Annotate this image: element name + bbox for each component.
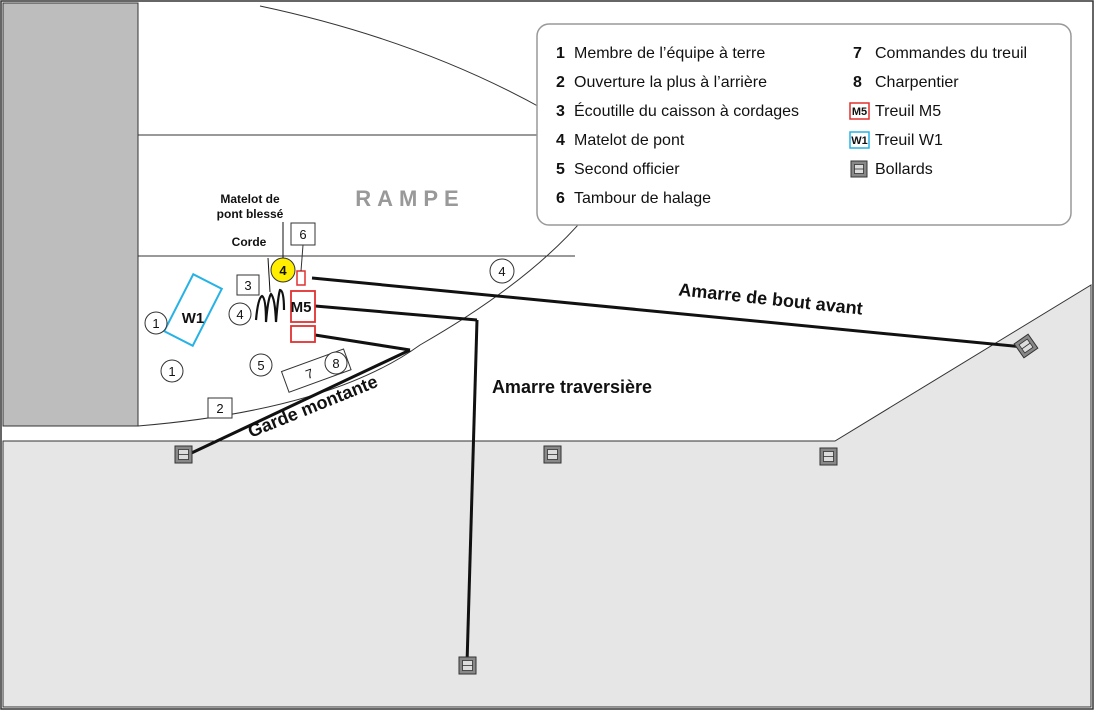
spring-line-lower	[182, 348, 411, 459]
marker-6: 6	[290, 222, 316, 246]
marker-2: 2	[207, 397, 233, 419]
legend-symbol-w1: W1 Treuil W1	[849, 131, 943, 149]
legend-item-2: 2 Ouverture la plus à l’arrière	[556, 74, 767, 91]
head-line	[311, 276, 1024, 349]
deck-curve	[259, 5, 546, 111]
svg-text:7: 7	[853, 45, 862, 62]
svg-text:2: 2	[556, 74, 565, 91]
svg-text:Second officier: Second officier	[574, 161, 680, 178]
svg-text:W1: W1	[851, 135, 868, 147]
legend-item-6: 6 Tambour de halage	[556, 190, 711, 207]
svg-text:3: 3	[556, 103, 565, 120]
svg-text:Membre de l’équipe à terre: Membre de l’équipe à terre	[574, 45, 765, 62]
marker-8: 8	[324, 351, 348, 375]
winch-m5-label: M5	[291, 299, 312, 316]
breast-line-label: Amarre traversière	[492, 377, 652, 397]
svg-text:Matelot de pont: Matelot de pont	[574, 132, 685, 149]
svg-text:4: 4	[556, 132, 565, 149]
svg-text:4: 4	[498, 264, 505, 279]
breast-line-lower	[465, 319, 479, 665]
marker-1-a: 1	[144, 311, 168, 335]
svg-text:Ouverture la plus à l’arrière: Ouverture la plus à l’arrière	[574, 74, 767, 91]
spring-line-upper	[314, 333, 411, 352]
winch-w1-label: W1	[182, 310, 205, 327]
svg-text:3: 3	[244, 278, 251, 293]
bollard-icon	[543, 445, 562, 464]
svg-text:Écoutille du caisson à cordage: Écoutille du caisson à cordages	[574, 101, 799, 120]
svg-text:1: 1	[556, 45, 565, 62]
injured-label-line2: pont blessé	[217, 207, 284, 221]
marker-7: 7	[303, 365, 315, 382]
svg-text:Commandes du treuil: Commandes du treuil	[875, 45, 1027, 62]
svg-text:M5: M5	[852, 106, 867, 118]
winch-m5-secondary	[290, 325, 316, 343]
winch-w1	[162, 272, 224, 348]
legend-symbol-m5: M5 Treuil M5	[849, 102, 941, 120]
rope-pointer	[267, 257, 271, 293]
marker-4-rope: 4	[228, 302, 252, 326]
legend-item-4: 4 Matelot de pont	[556, 132, 685, 149]
svg-text:Treuil W1: Treuil W1	[875, 132, 943, 149]
marker-5: 5	[249, 353, 273, 377]
marker-3: 3	[236, 274, 260, 296]
svg-text:1: 1	[168, 364, 175, 379]
svg-text:4: 4	[279, 263, 287, 278]
legend-item-1: 1 Membre de l’équipe à terre	[556, 45, 765, 62]
svg-text:2: 2	[216, 401, 223, 416]
svg-text:5: 5	[257, 358, 264, 373]
quay	[2, 284, 1092, 708]
legend-item-5: 5 Second officier	[556, 161, 680, 178]
breast-line-upper	[314, 304, 478, 322]
svg-text:Charpentier: Charpentier	[875, 74, 959, 91]
rope-label: Corde	[232, 235, 267, 249]
svg-text:4: 4	[236, 307, 243, 322]
svg-text:Tambour de halage: Tambour de halage	[574, 190, 711, 207]
marker-4-injured: 4	[270, 257, 296, 283]
winch-w1-icon: W1	[849, 131, 870, 149]
ramp-label: RAMPE	[355, 186, 464, 211]
marker-4-right: 4	[489, 258, 515, 284]
bollard-icon	[1013, 333, 1039, 359]
winch-m5-icon: M5	[849, 102, 870, 120]
legend-box	[536, 23, 1072, 226]
legend-symbol-bollards: Bollards	[850, 160, 933, 178]
svg-text:6: 6	[299, 227, 306, 242]
bollard-icon	[458, 656, 477, 675]
marker-1-b: 1	[160, 359, 184, 383]
bollard-icon	[819, 447, 838, 466]
svg-text:Treuil M5: Treuil M5	[875, 103, 941, 120]
winch-m5	[290, 290, 316, 323]
bollard-icon	[850, 160, 868, 178]
bollard-icon	[174, 445, 193, 464]
rope-coil	[254, 288, 286, 323]
svg-text:1: 1	[152, 316, 159, 331]
svg-text:6: 6	[556, 190, 565, 207]
svg-text:8: 8	[853, 74, 862, 91]
ramp-curve	[137, 179, 613, 427]
legend-item-8: 8 Charpentier	[853, 74, 959, 91]
svg-text:Bollards: Bollards	[875, 161, 933, 178]
marker-6-pointer	[300, 244, 304, 272]
legend-item-7: 7 Commandes du treuil	[853, 45, 1027, 62]
ship-hull	[2, 2, 139, 427]
legend-item-3: 3 Écoutille du caisson à cordages	[556, 101, 799, 120]
svg-text:5: 5	[556, 161, 565, 178]
legend: 1 Membre de l’équipe à terre 2 Ouverture…	[536, 23, 1072, 226]
injured-label-line1: Matelot de	[220, 192, 280, 206]
svg-text:8: 8	[332, 356, 339, 371]
